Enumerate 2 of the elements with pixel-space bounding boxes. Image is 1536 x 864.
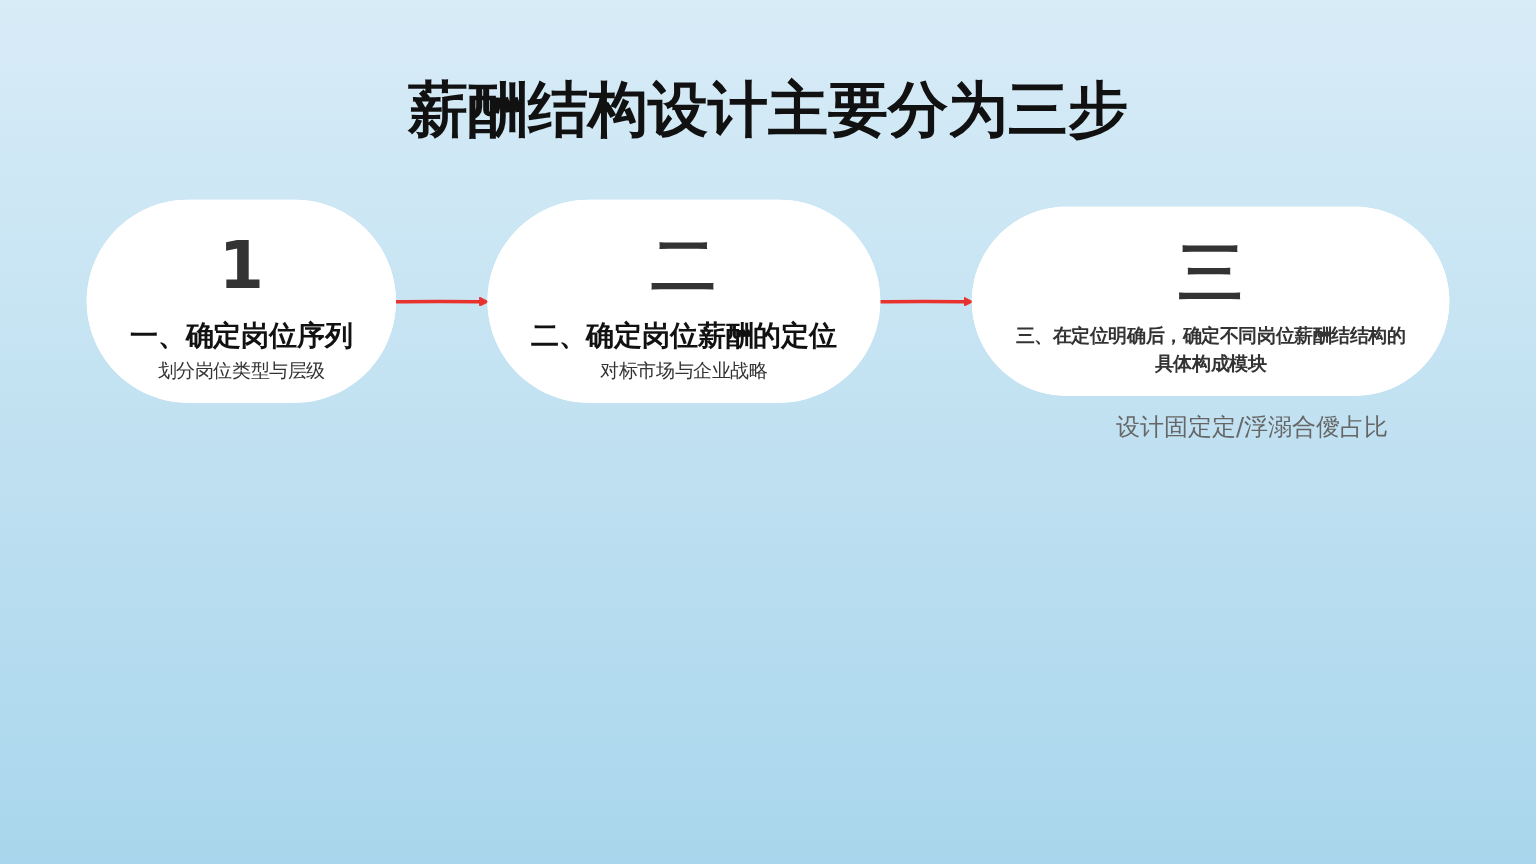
title: 薪酬结构设计主要分为三步	[408, 73, 1128, 146]
node-caption: 设计固定定/浮溺合僾占比	[1115, 412, 1388, 444]
